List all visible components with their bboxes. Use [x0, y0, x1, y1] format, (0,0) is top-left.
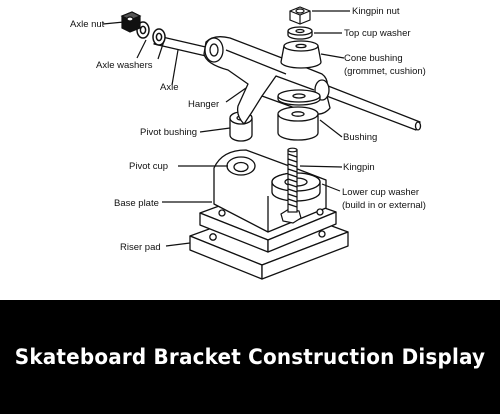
label-lower-cup-washer-note: (build in or external) — [342, 200, 426, 211]
banner-title: Skateboard Bracket Construction Display — [14, 345, 486, 369]
label-base-plate: Base plate — [114, 198, 159, 209]
label-cone-bushing-note: (grommet, cushion) — [344, 66, 426, 77]
top-cup-washer-part — [287, 26, 313, 40]
label-hanger: Hanger — [188, 99, 219, 110]
cone-bushing-part — [280, 40, 322, 69]
truck-exploded-diagram: Axle nut Axle washers Axle Hanger Pivot … — [70, 6, 426, 280]
label-cone-bushing: Cone bushing — [344, 53, 403, 64]
label-pivot-cup: Pivot cup — [129, 161, 168, 172]
label-bushing: Bushing — [343, 132, 377, 143]
label-top-cup-washer: Top cup washer — [344, 28, 411, 39]
middle-washer-part — [277, 89, 321, 106]
bushing-part — [277, 106, 319, 141]
kingpin-nut-part — [289, 6, 311, 25]
label-lower-cup-washer: Lower cup washer — [342, 187, 419, 198]
kingpin-part — [287, 147, 298, 213]
label-axle-washers: Axle washers — [96, 60, 153, 71]
pivot-cup-part — [226, 156, 256, 176]
leader-lines — [102, 10, 350, 247]
label-axle: Axle — [160, 82, 178, 93]
label-kingpin-nut: Kingpin nut — [352, 6, 400, 17]
label-kingpin: Kingpin — [343, 162, 375, 173]
label-axle-nut: Axle nut — [70, 19, 105, 30]
axle-nut-part — [120, 11, 142, 33]
title-banner: Skateboard Bracket Construction Display — [0, 300, 500, 414]
label-pivot-bushing: Pivot bushing — [140, 127, 197, 138]
axle-washers-part — [136, 21, 166, 46]
label-riser-pad: Riser pad — [120, 242, 161, 253]
